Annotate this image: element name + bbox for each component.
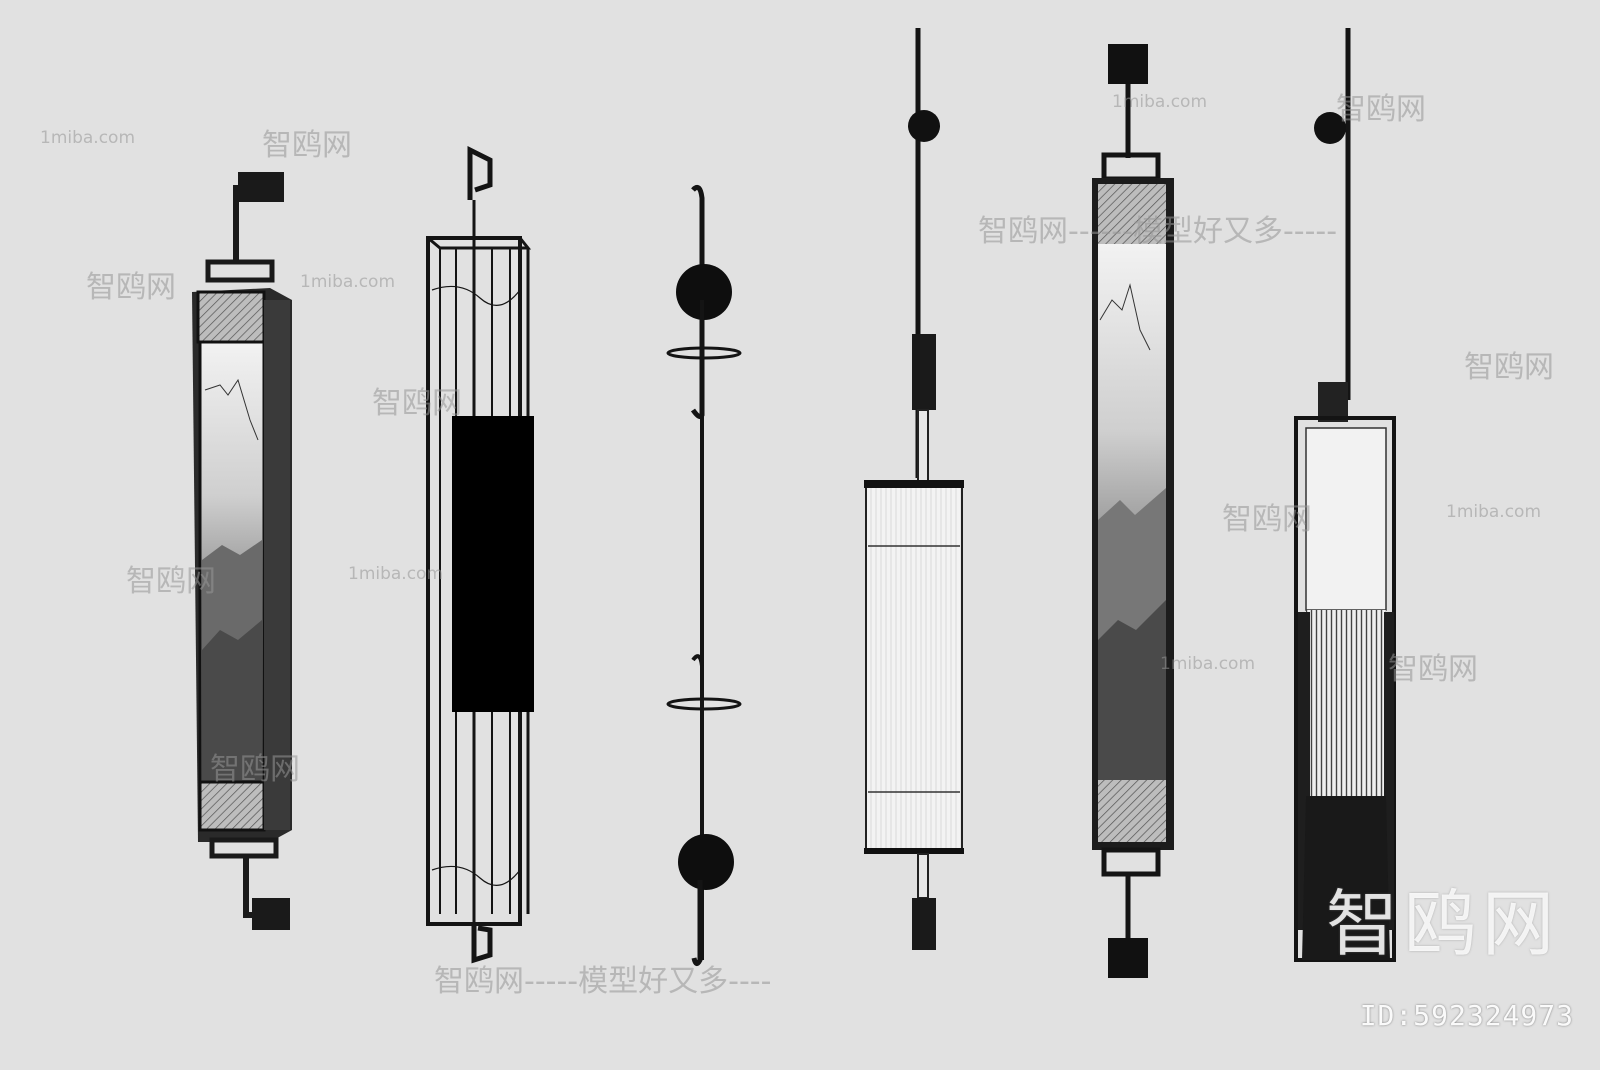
watermark-brand-5: 智鸥网 bbox=[210, 752, 300, 787]
watermark-brand-2: 智鸥网 bbox=[86, 270, 176, 305]
brand-logo-watermark: 智鸥网 bbox=[1325, 882, 1560, 966]
watermark-site-3: 1miba.com bbox=[348, 564, 444, 584]
watermark-brand-1: 智鸥网 bbox=[262, 128, 352, 163]
watermark-brand-8: 智鸥网 bbox=[1222, 502, 1312, 537]
lamp-ink-landscape-frame-sconce bbox=[192, 172, 292, 930]
watermark-brand-9: 智鸥网 bbox=[1388, 652, 1478, 687]
watermark-site-1: 1miba.com bbox=[40, 128, 136, 148]
lamp-wire-cage-sconce bbox=[426, 145, 534, 964]
watermark-brand-3: 智鸥网 bbox=[372, 386, 462, 421]
lamp-ink-landscape-bracket-pendant bbox=[1092, 44, 1174, 978]
watermark-site-6: 1miba.com bbox=[1160, 654, 1256, 674]
watermark-site-5: 1miba.com bbox=[1446, 502, 1542, 522]
watermark-site-2: 1miba.com bbox=[300, 272, 396, 292]
lamp-pleated-white-tube-pendant bbox=[864, 28, 964, 950]
lamp-ring-orb-rod-sconce bbox=[666, 184, 742, 966]
image-id-label: ID:592324973 bbox=[1359, 999, 1574, 1032]
lamp-white-block-fringe-sconce bbox=[1294, 28, 1396, 962]
watermark-brand-6: 智鸥网 bbox=[1336, 92, 1426, 127]
watermark-site-4: 1miba.com bbox=[1112, 92, 1208, 112]
watermark-slogan-right: 智鸥网------模型好又多----- bbox=[978, 214, 1338, 249]
watermark-brand-4: 智鸥网 bbox=[126, 564, 216, 599]
watermark-slogan-bottom: 智鸥网-----模型好又多---- bbox=[434, 964, 772, 999]
watermark-brand-7: 智鸥网 bbox=[1464, 350, 1554, 385]
